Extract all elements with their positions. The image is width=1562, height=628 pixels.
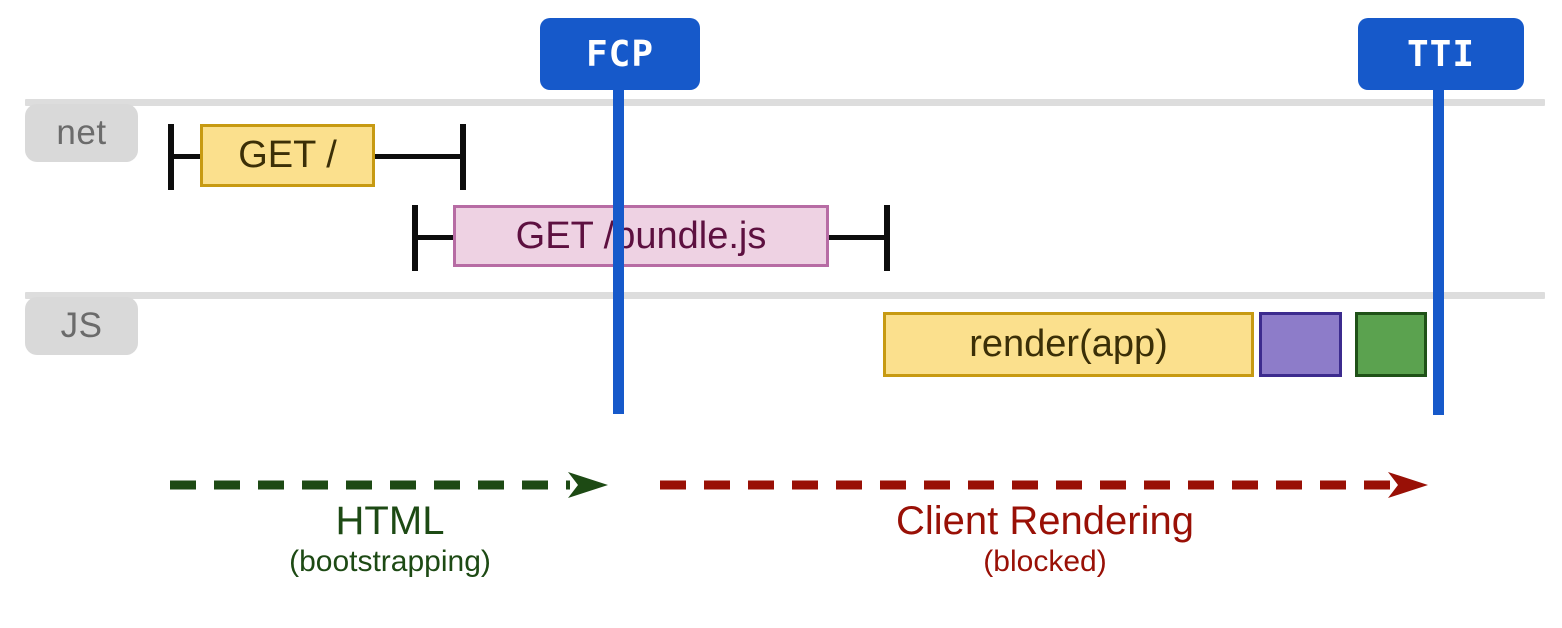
bar-get-root[interactable]: GET / <box>200 124 375 187</box>
phase-label-html-main: HTML <box>335 499 445 543</box>
phase-arrow-client-rendering <box>660 472 1428 498</box>
bar-render-app[interactable]: render(app) <box>883 312 1254 377</box>
marker-line-tti <box>1433 82 1444 415</box>
marker-badge-fcp[interactable]: FCP <box>540 18 700 90</box>
phase-label-client-rendering-sub: (blocked) <box>983 545 1107 578</box>
phase-label-client-rendering: Client Rendering (blocked) <box>660 500 1430 578</box>
marker-badge-tti-label: TTI <box>1406 33 1476 75</box>
bar-render-app-label: render(app) <box>969 323 1168 365</box>
phase-label-html-sub: (bootstrapping) <box>289 545 491 578</box>
track-line-net <box>25 99 1545 106</box>
marker-badge-tti[interactable]: TTI <box>1358 18 1524 90</box>
phase-arrow-html <box>170 472 608 498</box>
track-line-js <box>25 292 1545 299</box>
bar-get-root-label: GET / <box>238 134 337 176</box>
whisker-cap-right-get-root <box>460 124 466 190</box>
phase-label-html: HTML (bootstrapping) <box>170 500 610 578</box>
phase-label-client-rendering-main: Client Rendering <box>896 499 1194 543</box>
bar-task-purple[interactable] <box>1259 312 1342 377</box>
bar-task-green[interactable] <box>1355 312 1427 377</box>
track-label-net: net <box>25 104 138 162</box>
track-label-js-text: JS <box>60 306 103 345</box>
track-label-js: JS <box>25 297 138 355</box>
track-label-net-text: net <box>56 113 107 152</box>
marker-line-fcp <box>613 82 624 414</box>
whisker-cap-right-get-bundle <box>884 205 890 271</box>
bar-get-bundle[interactable]: GET /bundle.js <box>453 205 829 267</box>
marker-badge-fcp-label: FCP <box>585 33 655 75</box>
bar-get-bundle-label: GET /bundle.js <box>515 214 767 257</box>
